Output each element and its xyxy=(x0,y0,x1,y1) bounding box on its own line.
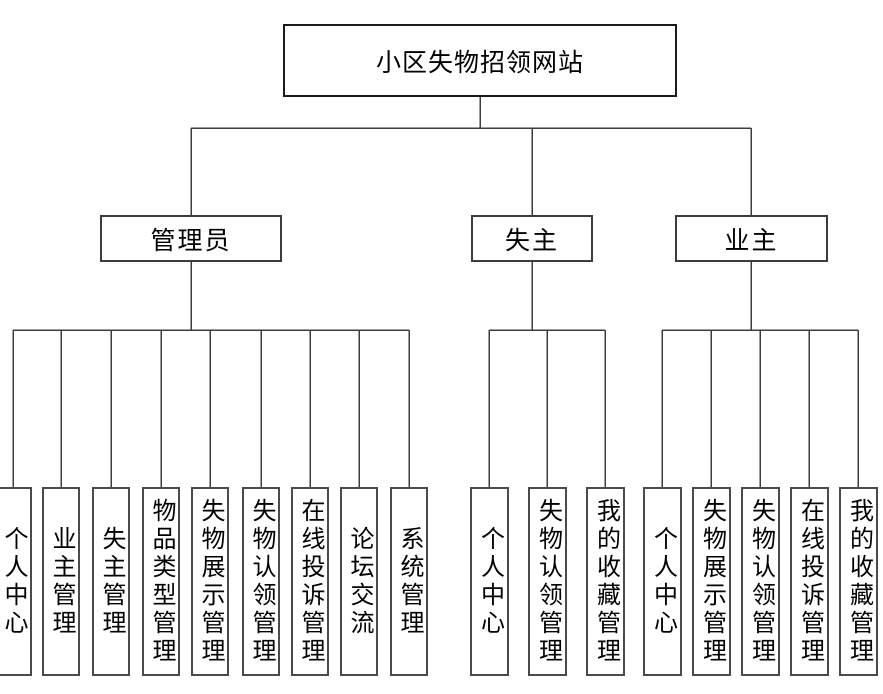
leaf-lost-owner-lost-item-claim-management: 失物认领管理 xyxy=(528,487,567,676)
leaf-admin-lost-item-display-management: 失物展示管理 xyxy=(191,487,229,676)
leaf-admin-item-type-management: 物品类型管理 xyxy=(142,487,180,676)
leaf-property-owner-my-favorites-management: 我的收藏管理 xyxy=(839,487,878,676)
leaf-property-owner-lost-item-claim-management: 失物认领管理 xyxy=(741,487,780,676)
leaf-admin-forum-exchange: 论坛交流 xyxy=(340,487,378,676)
leaf-admin-online-complaint-management: 在线投诉管理 xyxy=(291,487,329,676)
node-branch-property-owner: 业主 xyxy=(675,215,828,262)
leaf-admin-owner-management: 业主管理 xyxy=(42,487,80,676)
leaf-property-owner-personal-center: 个人中心 xyxy=(643,487,682,676)
connector-group xyxy=(12,97,859,488)
leaf-lost-owner-my-favorites-management: 我的收藏管理 xyxy=(586,487,625,676)
leaf-admin-system-management: 系统管理 xyxy=(390,487,428,676)
leaf-admin-lost-owner-management: 失主管理 xyxy=(92,487,130,676)
leaf-property-owner-lost-item-display-management: 失物展示管理 xyxy=(692,487,731,676)
leaf-admin-lost-item-claim-management: 失物认领管理 xyxy=(242,487,280,676)
leaf-lost-owner-personal-center: 个人中心 xyxy=(470,487,509,676)
node-branch-admin: 管理员 xyxy=(100,215,282,262)
node-branch-lost-owner: 失主 xyxy=(471,215,593,262)
leaf-property-owner-online-complaint-management: 在线投诉管理 xyxy=(790,487,829,676)
node-root: 小区失物招领网站 xyxy=(283,24,677,97)
leaf-admin-personal-center: 个人中心 xyxy=(0,487,32,676)
